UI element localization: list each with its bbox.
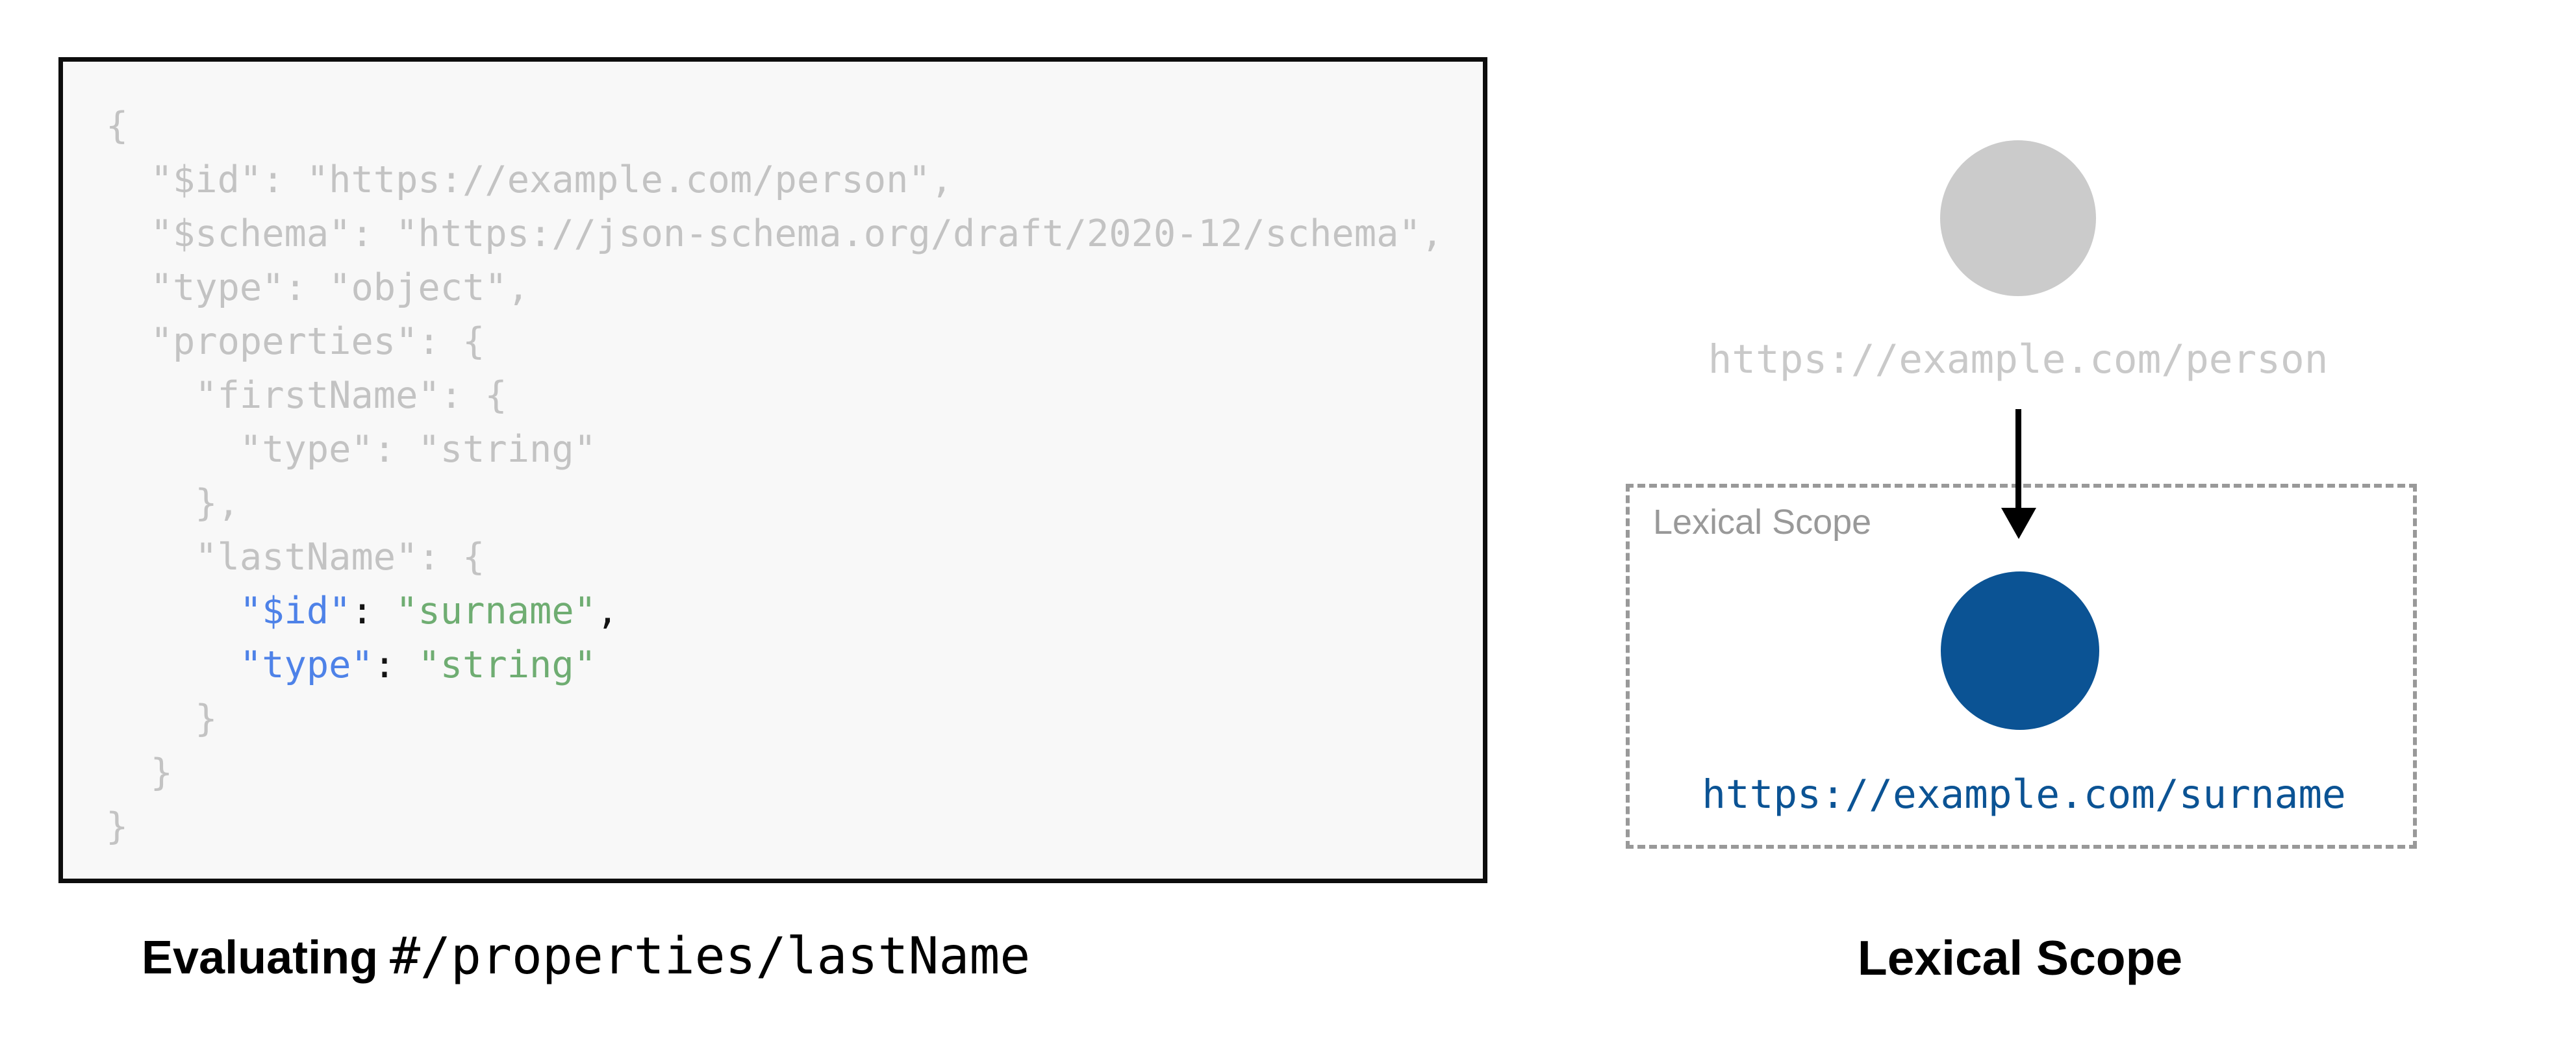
code-line: "type": "object", <box>106 266 530 309</box>
reference-arrow-head-icon <box>2001 508 2036 539</box>
right-caption: Lexical Scope <box>1857 931 2183 985</box>
left-caption-evaluating: Evaluating <box>142 932 379 984</box>
surname-url-label: https://example.com/surname <box>1702 771 2346 818</box>
code-line: "firstName": { <box>106 374 507 417</box>
code-line: "$schema": "https://json-schema.org/draf… <box>106 212 1444 255</box>
code-line: { <box>106 105 129 147</box>
left-caption-pointer: #/properties/lastName <box>390 927 1031 986</box>
code-line: } <box>106 751 173 794</box>
left-caption: Evaluating #/properties/lastName <box>142 927 1030 986</box>
code-lines: { "$id": "https://example.com/person", "… <box>106 99 1443 854</box>
surname-schema-node <box>1941 571 2099 730</box>
code-line: "properties": { <box>106 320 485 363</box>
json-schema-code-box: { "$id": "https://example.com/person", "… <box>58 57 1487 883</box>
reference-arrow-line <box>2015 409 2021 510</box>
code-line: "$id": "https://example.com/person", <box>106 158 953 201</box>
lexical-scope-box-label: Lexical Scope <box>1653 503 1872 542</box>
code-line: }, <box>106 482 240 525</box>
code-line: } <box>106 805 129 848</box>
code-line: } <box>106 697 218 740</box>
code-line: "type": "string" <box>106 428 596 471</box>
code-line: "type": "string" <box>239 644 596 686</box>
person-schema-node <box>1940 140 2096 296</box>
person-url-label: https://example.com/person <box>1708 336 2329 382</box>
code-line: "$id": "surname", <box>239 590 619 632</box>
lexical-scope-box: Lexical Scope <box>1626 484 2417 849</box>
code-line: "lastName": { <box>106 536 485 579</box>
